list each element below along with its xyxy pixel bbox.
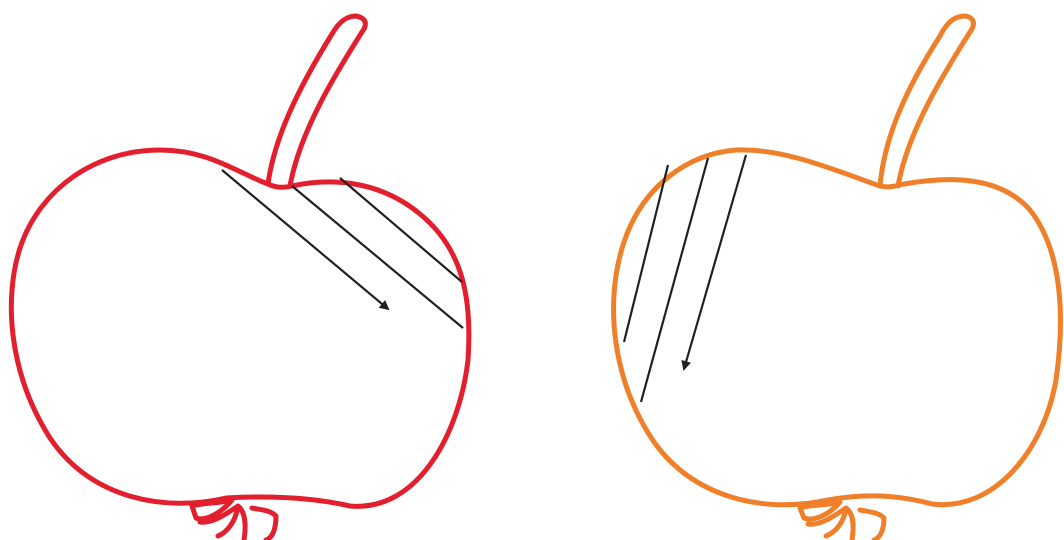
right-apple-stem	[880, 16, 973, 186]
right-apple-calyx	[800, 502, 884, 540]
left-apple-stem	[268, 16, 365, 186]
right-apple-direction-arrow	[684, 155, 746, 369]
right-apple-stroke-line-1	[624, 165, 668, 342]
left-apple	[11, 16, 469, 540]
left-apple-body-outline	[11, 150, 469, 506]
left-apple-calyx	[192, 500, 276, 540]
right-apple-body-outline	[614, 150, 1061, 505]
left-apple-direction-arrow	[222, 170, 388, 309]
left-apple-stroke-line-1	[292, 186, 463, 328]
right-apple	[614, 16, 1061, 540]
left-apple-stroke-line-2	[340, 178, 462, 282]
